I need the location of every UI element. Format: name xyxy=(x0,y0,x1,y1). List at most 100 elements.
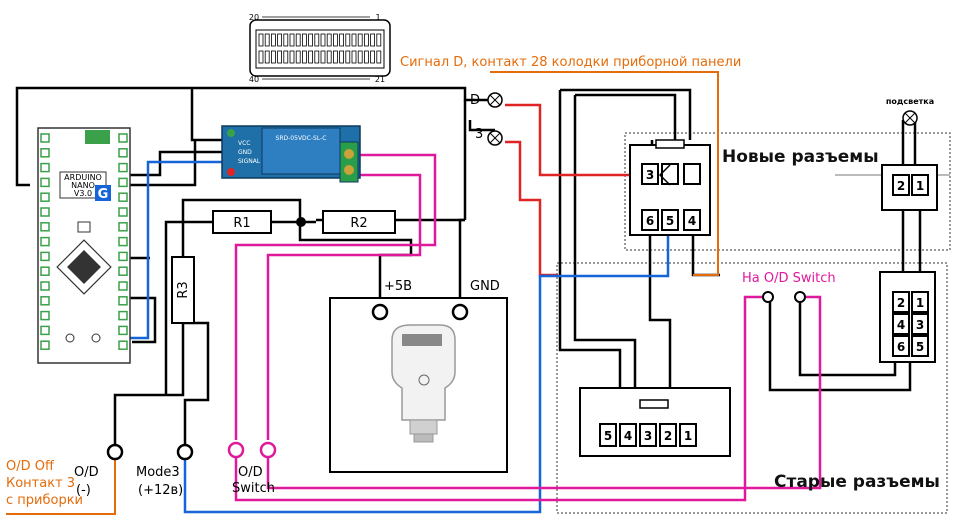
od-off-label-2: Контакт 3 xyxy=(6,476,75,491)
new-conn-right-pin-1-label: 1 xyxy=(916,179,924,193)
connector-pin-bottom xyxy=(351,50,357,64)
old-conn-bottom-pin-3: 3 xyxy=(639,423,657,447)
old-conn-bottom-pin-5-label: 5 xyxy=(604,429,612,443)
connector-label-20: 20 xyxy=(249,13,259,22)
arduino-text-3: V3.0 xyxy=(74,189,92,198)
new-conn-right-pin-1: 1 xyxy=(911,174,929,196)
new-conn-pin-1 xyxy=(683,163,701,185)
arduino-pin-left xyxy=(40,296,50,306)
od-off-label-1: O/D Off xyxy=(6,459,55,474)
connector-pin-top xyxy=(332,33,338,47)
usb-car-charger-icon xyxy=(391,324,456,443)
arduino-pin-right xyxy=(118,340,128,350)
new-conn-pin-3: 3 xyxy=(641,163,659,185)
old-conn-bottom-pin-3-label: 3 xyxy=(644,429,652,443)
od-switch-point-a xyxy=(762,291,774,303)
connector-pin-bottom xyxy=(258,50,264,64)
arduino-pin-right xyxy=(118,177,128,188)
old-conn-bottom-pin-1-label: 1 xyxy=(684,429,692,443)
new-conn-right-pin-2: 2 xyxy=(892,174,910,196)
old-conn-right-pin-4: 4 xyxy=(892,313,910,335)
plus5v-terminal xyxy=(371,303,389,321)
connector-pin-top xyxy=(295,33,301,47)
panel-connector: 20 1 40 21 xyxy=(249,13,391,84)
arduino-pin-left xyxy=(40,325,50,336)
signal-d-label: Сигнал D, контакт 28 колодки приборной п… xyxy=(400,55,741,70)
gnd-terminal xyxy=(451,303,469,321)
arduino-pin-right xyxy=(118,310,128,321)
arduino-pin-right xyxy=(118,207,128,217)
connector-pin-top xyxy=(370,33,376,47)
od-switch-terminal-a xyxy=(227,441,245,459)
connector-pin-top xyxy=(277,33,283,47)
arduino-text-2: NANO xyxy=(71,181,95,190)
arduino-pin-left xyxy=(40,340,50,350)
arduino-pin-right xyxy=(118,133,128,143)
resistor-r2: R2 xyxy=(322,210,396,234)
connector-pin-bottom xyxy=(295,50,301,64)
arduino-pin-right xyxy=(118,192,128,202)
magenta-wires xyxy=(234,153,822,502)
new-conn-pin-6: 6 xyxy=(641,209,659,231)
red-wires xyxy=(505,103,642,277)
arduino-pin-right xyxy=(118,296,128,306)
arduino-pin-right xyxy=(118,325,128,336)
od-switch-term-label-1: O/D xyxy=(238,465,263,480)
old-conn-bottom-pin-4: 4 xyxy=(619,423,637,447)
blue-wires xyxy=(130,160,670,514)
arduino-pin-left xyxy=(40,310,50,321)
junction-r1-r2 xyxy=(296,217,306,227)
arduino-text-1: ARDUINO xyxy=(64,173,102,182)
old-conn-right-pin-3-label: 3 xyxy=(916,318,924,332)
connector-label-40: 40 xyxy=(249,75,259,84)
new-conn-pin-6-label: 6 xyxy=(646,214,654,228)
arduino-pin-left xyxy=(40,177,50,188)
podsvetka-label: подсветка xyxy=(886,97,934,106)
old-connectors-label: Старые разъемы xyxy=(774,472,940,492)
connector-pin-bottom xyxy=(320,50,326,64)
usb-power-box: +5В GND xyxy=(329,279,508,473)
arduino-pin-right xyxy=(118,162,128,173)
new-conn-pin-4-label: 4 xyxy=(688,214,696,228)
connector-pin-bottom xyxy=(277,50,283,64)
arduino-pin-left xyxy=(40,236,50,247)
new-conn-pin-4: 4 xyxy=(683,209,701,231)
relay-pin-vcc: VCC xyxy=(238,140,250,147)
old-conn-right-pin-5-label: 5 xyxy=(916,340,924,354)
connector-pin-top xyxy=(308,33,314,47)
connector-pin-bottom xyxy=(339,50,345,64)
connector-pin-bottom xyxy=(332,50,338,64)
connector-label-1: 1 xyxy=(375,13,380,22)
arduino-pin-left xyxy=(40,192,50,202)
new-conn-right-pin-2-label: 2 xyxy=(897,179,905,193)
relay-pin-signal: SIGNAL xyxy=(238,158,261,165)
r3-label: R3 xyxy=(176,281,191,298)
old-conn-right-pin-6: 6 xyxy=(892,335,910,357)
connector-pin-bottom xyxy=(314,50,320,64)
connector-pin-bottom xyxy=(357,50,363,64)
connector-pin-bottom xyxy=(370,50,376,64)
connector-pin-bottom xyxy=(326,50,332,64)
lamp-podsvetka: подсветка xyxy=(886,97,934,126)
old-conn-bottom-pin-2: 2 xyxy=(659,423,677,447)
plus5v-label: +5В xyxy=(384,279,412,294)
connector-pin-top xyxy=(339,33,345,47)
old-conn-right-pin-6-label: 6 xyxy=(897,340,905,354)
od-off-label-3: с приборки xyxy=(6,493,83,508)
lamp-3: 3 xyxy=(475,127,503,146)
old-conn-right-pin-5: 5 xyxy=(911,335,929,357)
old-conn-bottom-pin-1: 1 xyxy=(679,423,697,447)
new-conn-pin-5-label: 5 xyxy=(666,214,674,228)
old-conn-bottom-pin-2-label: 2 xyxy=(664,429,672,443)
old-conn-right-pin-1-label: 1 xyxy=(916,296,924,310)
old-conn-bottom-pin-5: 5 xyxy=(599,423,617,447)
od-switch-point-b xyxy=(794,291,806,303)
arduino-pin-left xyxy=(40,222,50,232)
connector-pin-bottom xyxy=(308,50,314,64)
lamp-d-label: D xyxy=(470,93,480,108)
arduino-pin-right xyxy=(118,236,128,247)
